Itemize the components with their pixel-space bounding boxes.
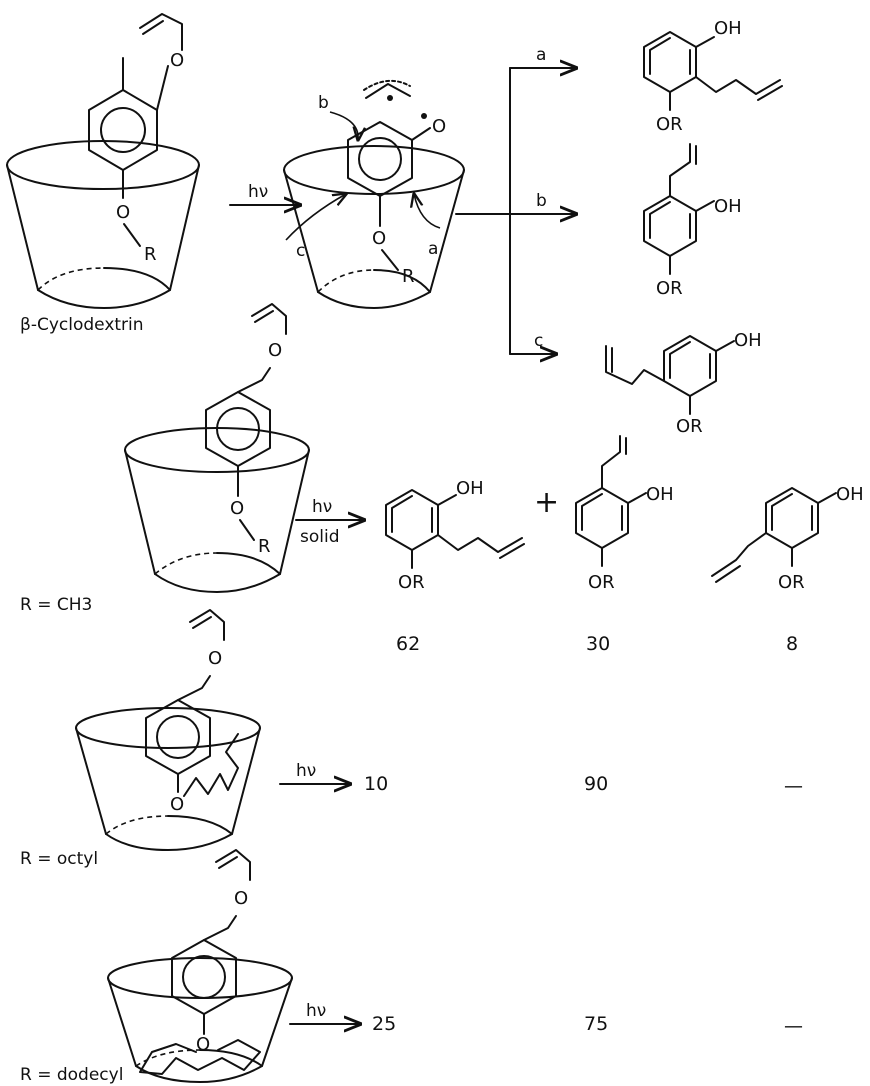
product-a-structure: OH OR — [643, 18, 783, 135]
hv-label: hν — [312, 497, 332, 517]
yield-value: 25 — [372, 1013, 396, 1035]
radical-intermediate: O O R b c a — [283, 79, 465, 309]
product-b-structure: OH OR — [575, 435, 674, 593]
complex-dodecyl: O O — [107, 849, 293, 1083]
condition-solid: solid — [300, 527, 340, 547]
branch-arrows: a b c — [455, 45, 576, 354]
or-label: OR — [778, 572, 805, 593]
oh-label: OH — [714, 18, 742, 39]
yield-value: — — [784, 775, 803, 797]
o-atom-label: O — [170, 50, 184, 71]
oh-label: OH — [456, 478, 484, 499]
path-b-label: b — [536, 191, 547, 211]
yield-value: 10 — [364, 773, 388, 795]
o-atom-label: O — [234, 888, 248, 909]
plus-sign: + — [534, 485, 559, 520]
complex-octyl: O O — [75, 609, 261, 851]
path-c-label: c — [534, 331, 543, 351]
or-label: OR — [656, 278, 683, 299]
hv-label: hν — [306, 1001, 326, 1021]
yield-value: 30 — [586, 633, 610, 655]
substituent-dodecyl: R = dodecyl — [20, 1065, 123, 1085]
oh-label: OH — [646, 484, 674, 505]
product-c-structure: OH OR — [711, 484, 864, 593]
yield-value: 8 — [786, 633, 798, 655]
r-atom-label: R — [402, 266, 415, 287]
r-atom-label: R — [258, 536, 271, 557]
oh-label: OH — [734, 330, 762, 351]
or-label: OR — [656, 114, 683, 135]
substituent-octyl: R = octyl — [20, 849, 98, 869]
o-atom-label: O — [208, 648, 222, 669]
o-atom-label: O — [432, 116, 446, 137]
complex-top: O O R — [6, 13, 200, 309]
o-atom-label: O — [372, 228, 386, 249]
path-a-label: a — [536, 45, 546, 65]
hv-label: hν — [296, 761, 316, 781]
product-a-structure: OH OR — [385, 478, 525, 593]
oh-label: OH — [714, 196, 742, 217]
path-b-label: b — [318, 93, 329, 113]
or-label: OR — [588, 572, 615, 593]
o-atom-label: O — [116, 202, 130, 223]
o-atom-label: O — [268, 340, 282, 361]
yield-value: — — [784, 1015, 803, 1037]
hv-label: hν — [248, 182, 268, 202]
path-a-label: a — [428, 239, 438, 259]
complex-methyl: O R O — [124, 303, 310, 593]
r-atom-label: R — [144, 244, 157, 265]
host-label: β-Cyclodextrin — [20, 315, 144, 335]
product-c-structure: OH OR — [605, 330, 762, 437]
path-c-label: c — [296, 241, 305, 261]
or-label: OR — [676, 416, 703, 437]
yield-value: 62 — [396, 633, 420, 655]
yield-value: 90 — [584, 773, 608, 795]
oh-label: OH — [836, 484, 864, 505]
or-label: OR — [398, 572, 425, 593]
yield-value: 75 — [584, 1013, 608, 1035]
o-atom-label: O — [170, 794, 184, 815]
substituent-methyl: R = CH3 — [20, 595, 92, 615]
product-b-structure: OH OR — [643, 143, 742, 299]
o-atom-label: O — [196, 1034, 210, 1055]
o-atom-label: O — [230, 498, 244, 519]
